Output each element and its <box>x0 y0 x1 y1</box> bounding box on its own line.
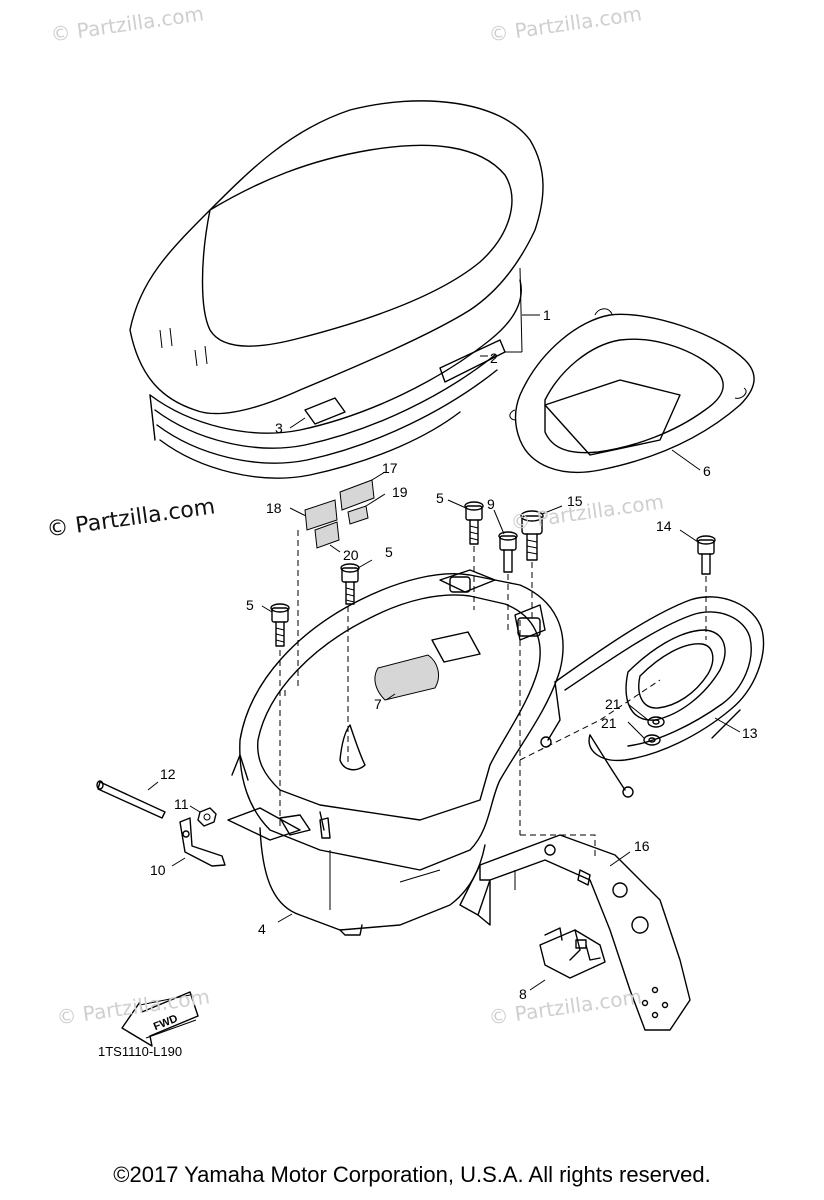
leader-16 <box>609 851 631 867</box>
leader-6 <box>671 449 701 471</box>
callout-21: 21 <box>601 715 617 731</box>
leader-5b <box>261 605 273 613</box>
leader-5a <box>357 559 373 569</box>
copyright-notice: ©2017 Yamaha Motor Corporation, U.S.A. A… <box>113 1162 711 1187</box>
washers-21 <box>643 716 665 746</box>
storage-box <box>227 569 564 936</box>
diagram-code: 1TS1110-L190 <box>98 1044 183 1059</box>
leader-9 <box>493 509 505 535</box>
callout-6: 6 <box>703 463 711 479</box>
leader-5c <box>447 499 467 509</box>
part-7-recess <box>431 631 481 663</box>
leader-10 <box>171 857 186 867</box>
callout-2: 2 <box>490 350 498 366</box>
callout-1: 1 <box>543 307 551 323</box>
leader-8 <box>529 979 546 991</box>
label-20 <box>314 521 340 549</box>
rear-rack <box>540 596 765 798</box>
callout-9: 9 <box>487 496 495 512</box>
bracket-10 <box>179 817 226 867</box>
label-18 <box>304 499 338 531</box>
bolt-9 <box>498 531 518 573</box>
leader-12 <box>147 781 159 791</box>
bolt-5b <box>270 603 290 647</box>
leader-2 <box>480 351 522 357</box>
bolt-5c <box>464 501 484 545</box>
label-17 <box>339 479 375 511</box>
callout-5: 5 <box>246 597 254 613</box>
relay-8 <box>539 927 606 979</box>
callout-20: 20 <box>343 547 359 563</box>
leader-3 <box>289 417 306 429</box>
part-3-tag <box>304 397 346 425</box>
leader-11 <box>189 805 201 813</box>
callout-16: 16 <box>634 838 650 854</box>
rod-12 <box>96 780 166 819</box>
leader-19 <box>365 493 386 507</box>
leader-18 <box>289 507 307 517</box>
callout-15: 15 <box>567 493 583 509</box>
leader-1 <box>519 267 540 353</box>
leader-15 <box>541 505 563 515</box>
callout-19: 19 <box>392 484 408 500</box>
bracket-16 <box>459 834 691 1031</box>
callout-21: 21 <box>605 696 621 712</box>
leader-14 <box>679 529 699 543</box>
label-19 <box>347 505 369 525</box>
callout-17: 17 <box>382 460 398 476</box>
callout-8: 8 <box>519 986 527 1002</box>
callout-4: 4 <box>258 921 266 937</box>
callout-13: 13 <box>742 725 758 741</box>
seat-assembly <box>129 100 544 479</box>
bolt-15 <box>520 510 544 561</box>
leader-4 <box>277 913 293 923</box>
leader-21 <box>627 703 649 739</box>
leader-17 <box>371 471 386 481</box>
callout-7: 7 <box>374 696 382 712</box>
callout-3: 3 <box>275 420 283 436</box>
leader-13 <box>714 717 741 733</box>
callout-10: 10 <box>150 862 166 878</box>
part-7-pad <box>374 654 439 701</box>
nut-11 <box>197 807 217 827</box>
callout-14: 14 <box>656 518 672 534</box>
seat-cover-plate <box>509 308 755 474</box>
bolt-5a <box>340 563 360 605</box>
leader-20 <box>329 544 341 553</box>
bolt-14 <box>696 535 716 575</box>
callout-11: 11 <box>174 796 189 812</box>
callout-18: 18 <box>266 500 282 516</box>
callout-5: 5 <box>385 544 393 560</box>
callout-5: 5 <box>436 490 444 506</box>
callout-12: 12 <box>160 766 176 782</box>
leader-7 <box>385 693 396 701</box>
dashed-guides <box>279 530 707 860</box>
